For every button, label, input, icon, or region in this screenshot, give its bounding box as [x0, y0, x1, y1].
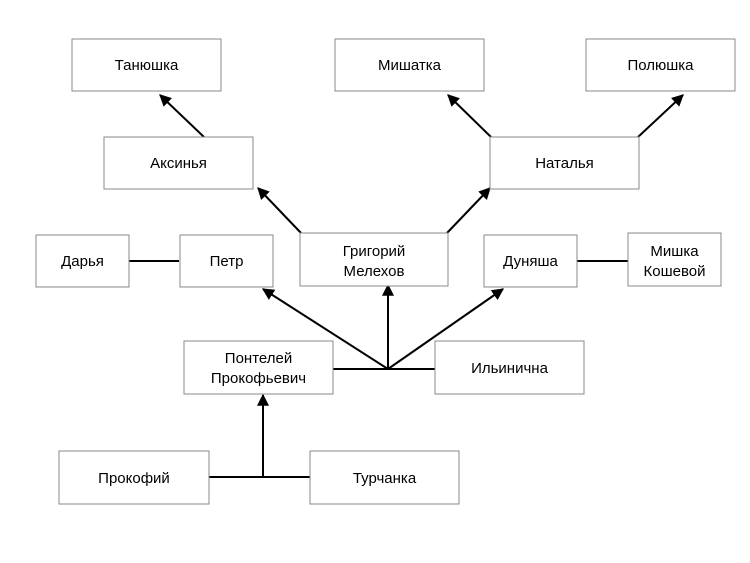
person-mishatka: Мишатка — [334, 38, 485, 92]
person-dunyasha: Дуняша — [483, 234, 578, 288]
person-box — [483, 234, 578, 288]
person-box — [334, 38, 485, 92]
person-name: Прокофий — [98, 470, 170, 487]
person-name: Ильинична — [471, 360, 548, 377]
person-box — [183, 340, 334, 395]
person-name: Полюшка — [627, 57, 694, 74]
person-name-line-1: Григорий — [343, 243, 406, 260]
person-darya: Дарья — [35, 234, 130, 288]
person-name: Турчанка — [353, 470, 417, 487]
person-natalya: Наталья — [489, 136, 640, 190]
person-box — [489, 136, 640, 190]
person-box — [585, 38, 736, 92]
edge-grigoriy-natalya — [446, 187, 491, 234]
person-name: Петр — [210, 253, 244, 270]
person-prokofiy: Прокофий — [58, 450, 210, 505]
person-box — [103, 136, 254, 190]
edge-natalya-mishatka — [447, 94, 492, 138]
person-grigoriy: Григорий Мелехов — [299, 232, 449, 287]
person-name: Аксинья — [150, 155, 207, 172]
person-box — [179, 234, 274, 288]
edge-parents-petr — [261, 288, 389, 370]
person-box — [71, 38, 222, 92]
person-name-line-1: Мишка — [650, 243, 699, 260]
person-petr: Петр — [179, 234, 274, 288]
person-aksinya: Аксинья — [103, 136, 254, 190]
person-box — [35, 234, 130, 288]
person-name-line-2: Прокофьевич — [211, 370, 306, 387]
person-name-line-2: Кошевой — [644, 263, 706, 280]
person-name: Дуняша — [503, 253, 558, 270]
connectors — [129, 94, 684, 478]
person-polyushka: Полюшка — [585, 38, 736, 92]
person-name: Танюшка — [115, 57, 179, 74]
person-name-line-2: Мелехов — [344, 263, 405, 280]
person-tanyushka: Танюшка — [71, 38, 222, 92]
edge-grigoriy-aksinya — [257, 187, 302, 234]
person-box — [309, 450, 460, 505]
person-name: Дарья — [61, 253, 104, 270]
person-box — [299, 232, 449, 287]
person-box — [434, 340, 585, 395]
person-panteley: Понтелей Прокофьевич — [183, 340, 334, 395]
edge-aksinya-tanyushka — [159, 94, 205, 138]
person-box — [58, 450, 210, 505]
person-ilinichna: Ильинична — [434, 340, 585, 395]
person-turchanka: Турчанка — [309, 450, 460, 505]
person-name: Мишатка — [378, 57, 442, 74]
person-box — [627, 232, 722, 287]
edge-natalya-polyushka — [637, 94, 684, 138]
person-mishka: Мишка Кошевой — [627, 232, 722, 287]
edge-parents-dunyasha — [387, 288, 504, 370]
person-name: Наталья — [535, 155, 594, 172]
person-name-line-1: Понтелей — [225, 350, 292, 367]
